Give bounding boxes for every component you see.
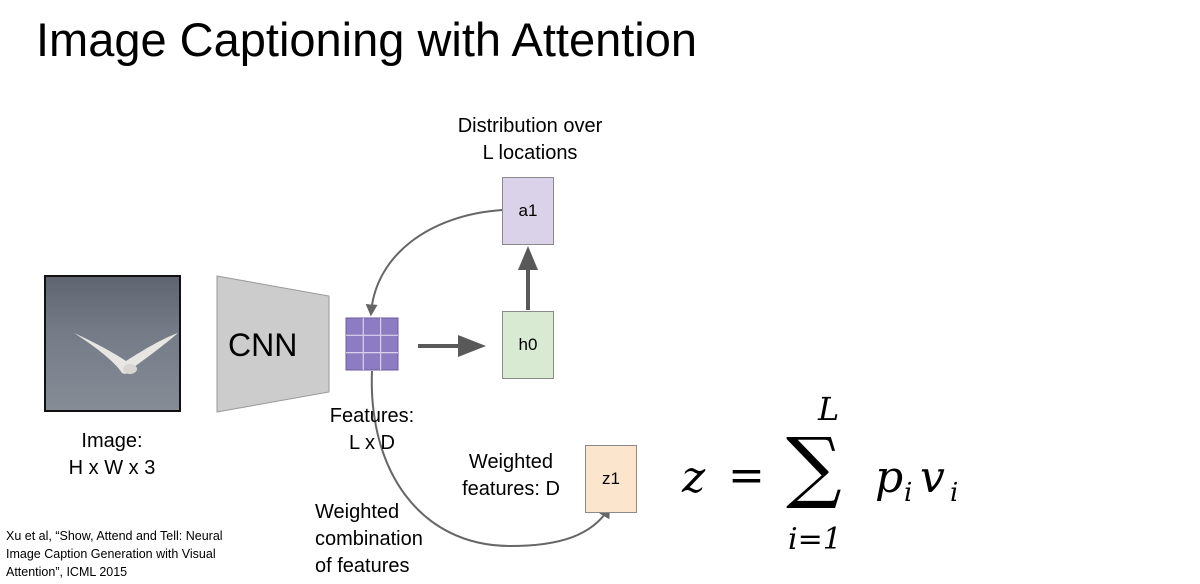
- bird-icon: [74, 333, 178, 374]
- weighted-features-line2: features: D: [462, 478, 560, 500]
- citation-line1: Xu et al, “Show, Attend and Tell: Neural: [6, 529, 223, 543]
- citation-line2: Image Caption Generation with Visual: [6, 547, 216, 561]
- weighted-combination-line1: Weighted: [315, 501, 400, 523]
- formula-sub-i: i: [904, 478, 913, 508]
- formula-equals: =: [728, 450, 765, 501]
- image-label-line2: H x W x 3: [68, 457, 156, 479]
- features-to-z1-curve: [370, 370, 611, 548]
- h0-box: h0: [502, 311, 554, 379]
- formula-sub-i2: i: [950, 478, 959, 508]
- features-label-line1: Features:: [329, 405, 415, 427]
- weighted-combination-line3: of features: [315, 555, 410, 577]
- input-image: [44, 275, 181, 412]
- a1-label: a1: [518, 201, 538, 220]
- a1-to-features-curve: [365, 209, 503, 317]
- features-label: Features: L x D: [312, 403, 432, 457]
- image-label: Image: H x W x 3: [52, 428, 172, 482]
- distribution-label-line1: Distribution over: [457, 115, 603, 137]
- formula-sum-lower: i=1: [788, 522, 842, 557]
- h0-to-a1-arrow: [518, 246, 538, 310]
- formula-term-p: p: [875, 452, 904, 503]
- formula-sum-upper: L: [818, 390, 840, 428]
- cnn-label: CNN: [228, 327, 298, 363]
- features-label-line2: L x D: [349, 432, 395, 454]
- slide-title: Image Captioning with Attention: [36, 13, 698, 66]
- weighted-features-line1: Weighted: [468, 451, 554, 473]
- citation: Xu et al, “Show, Attend and Tell: Neural…: [6, 527, 223, 581]
- h0-label: h0: [518, 335, 538, 354]
- distribution-label: Distribution over L locations: [430, 113, 630, 167]
- distribution-label-line2: L locations: [482, 142, 578, 164]
- weighted-combination-line2: combination: [315, 528, 423, 550]
- formula-term-v: v: [920, 452, 945, 503]
- weighted-combination-label: Weighted combination of features: [315, 499, 423, 580]
- formula-sum-symbol: ∑: [786, 422, 842, 512]
- image-label-line1: Image:: [81, 430, 143, 452]
- formula-lhs: z: [682, 452, 706, 503]
- a1-box: a1: [502, 177, 554, 245]
- z1-box: z1: [585, 445, 637, 513]
- cnn-block: [216, 275, 330, 413]
- weighted-features-label: Weighted features: D: [450, 449, 572, 503]
- z1-label: z1: [602, 469, 620, 488]
- citation-line3: Attention”, ICML 2015: [6, 565, 128, 579]
- grid-to-h0-arrow: [418, 335, 486, 357]
- feature-grid: [345, 317, 399, 371]
